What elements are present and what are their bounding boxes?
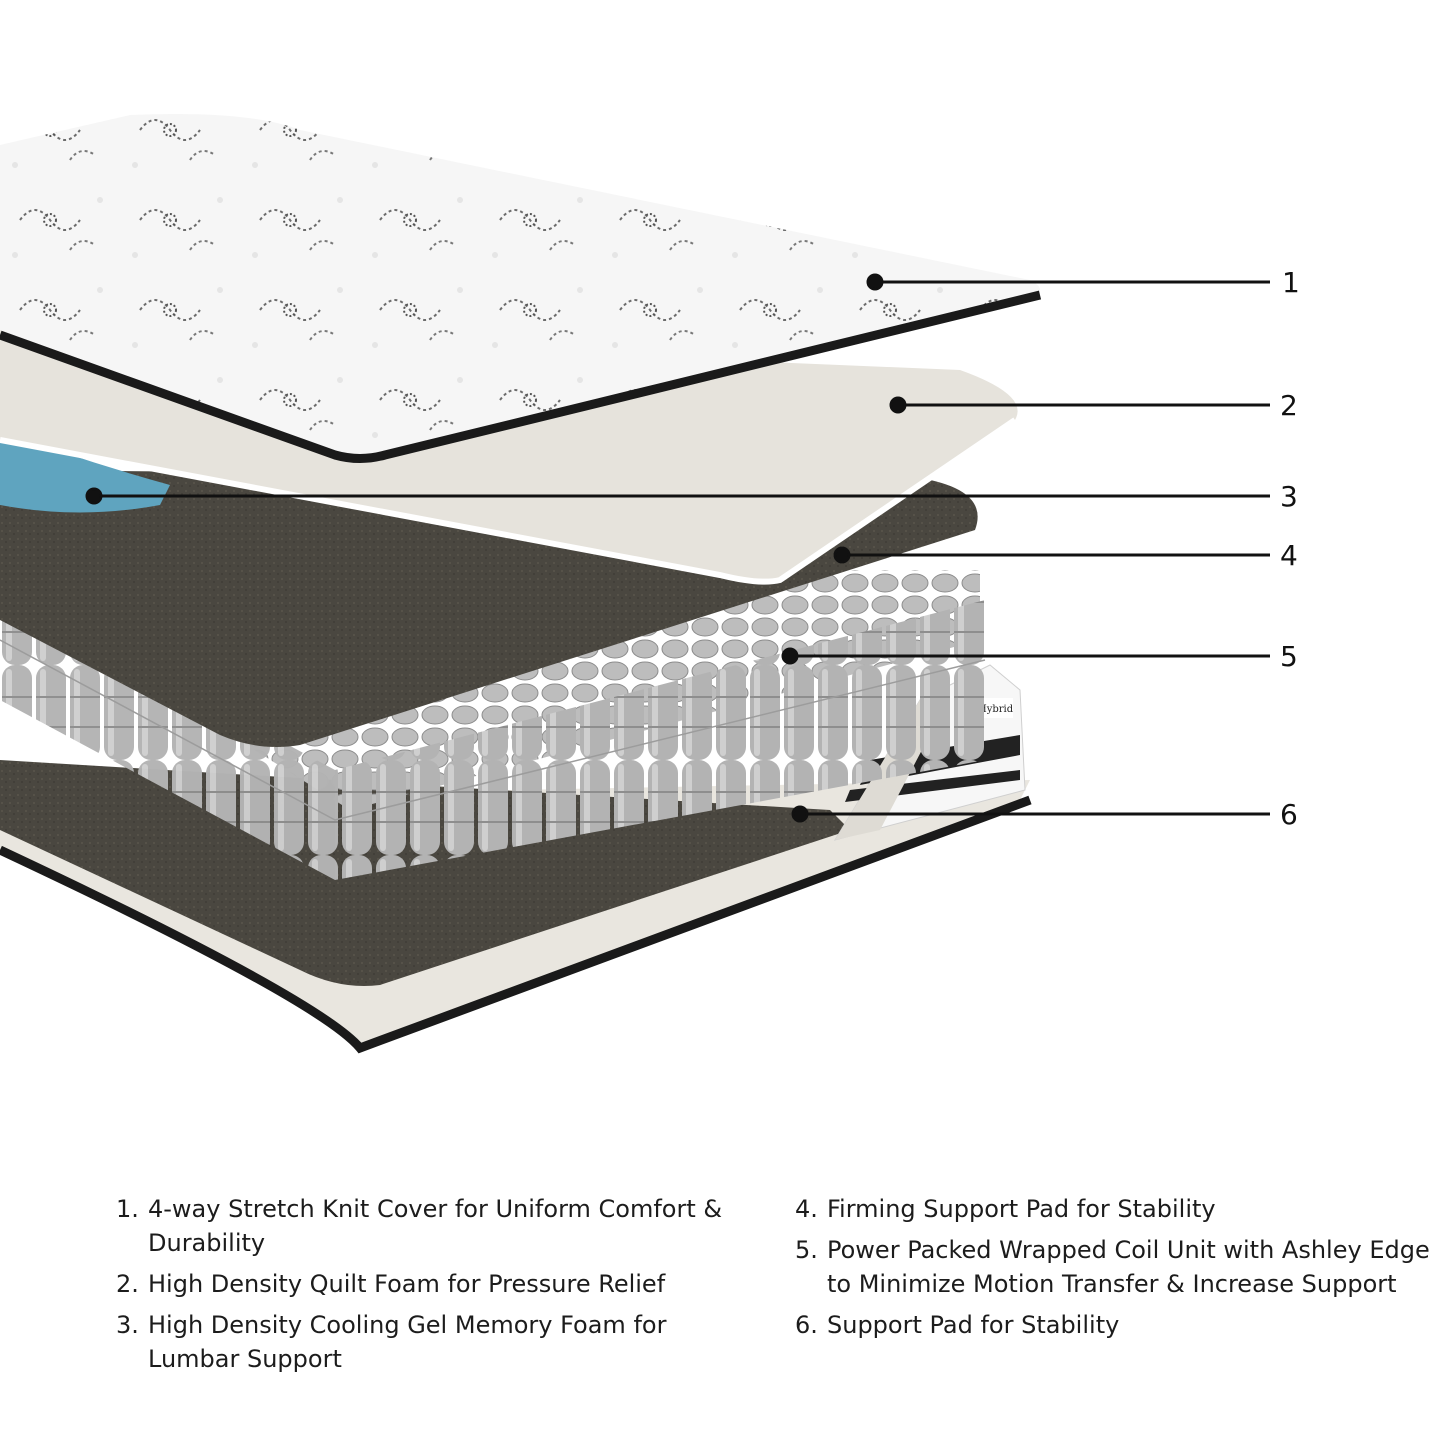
legend-number: 4. <box>795 1195 818 1223</box>
callout-dot-2 <box>889 396 907 414</box>
callout-number-2: 2 <box>1280 389 1298 422</box>
callout-number-4: 4 <box>1280 539 1298 572</box>
legend-text: Support Pad for Stability <box>827 1311 1120 1339</box>
legend-number: 1. <box>116 1195 139 1223</box>
legend-item-6: 6. Support Pad for Stability <box>795 1308 1435 1342</box>
legend-item-5: 5. Power Packed Wrapped Coil Unit with A… <box>795 1233 1435 1301</box>
legend-text: Firming Support Pad for Stability <box>827 1195 1216 1223</box>
legend-item-1: 1. 4-way Stretch Knit Cover for Uniform … <box>116 1192 756 1260</box>
callout-dot-3 <box>85 487 103 505</box>
callout-dot-4 <box>833 546 851 564</box>
legend-text: Power Packed Wrapped Coil Unit with Ashl… <box>827 1236 1430 1298</box>
callout-numbers: 1 2 3 4 5 6 <box>1280 266 1300 831</box>
legend-number: 6. <box>795 1311 818 1339</box>
legend-text: 4-way Stretch Knit Cover for Uniform Com… <box>148 1195 723 1257</box>
mattress-layer-diagram: Hybrid 1 2 3 4 5 6 <box>0 114 1300 1054</box>
legend-item-4: 4. Firming Support Pad for Stability <box>795 1192 1435 1226</box>
legend-number: 2. <box>116 1270 139 1298</box>
legend-item-2: 2. High Density Quilt Foam for Pressure … <box>116 1267 756 1301</box>
legend-left-column: 1. 4-way Stretch Knit Cover for Uniform … <box>116 1192 756 1383</box>
legend-number: 5. <box>795 1236 818 1264</box>
callout-dot-5 <box>781 647 799 665</box>
callout-dot-1 <box>866 273 884 291</box>
hybrid-label: Hybrid <box>978 704 1014 715</box>
knit-cover-layer <box>0 114 1042 463</box>
legend-text: High Density Quilt Foam for Pressure Rel… <box>148 1270 666 1298</box>
callout-lines <box>85 273 1270 823</box>
callout-number-5: 5 <box>1280 640 1298 673</box>
legend-right-column: 4. Firming Support Pad for Stability 5. … <box>795 1192 1435 1349</box>
legend-item-3: 3. High Density Cooling Gel Memory Foam … <box>116 1308 756 1376</box>
callout-number-1: 1 <box>1282 266 1300 299</box>
legend-text: High Density Cooling Gel Memory Foam for… <box>148 1311 667 1373</box>
callout-number-3: 3 <box>1280 480 1298 513</box>
callout-number-6: 6 <box>1280 798 1298 831</box>
legend-number: 3. <box>116 1311 139 1339</box>
callout-dot-6 <box>791 805 809 823</box>
